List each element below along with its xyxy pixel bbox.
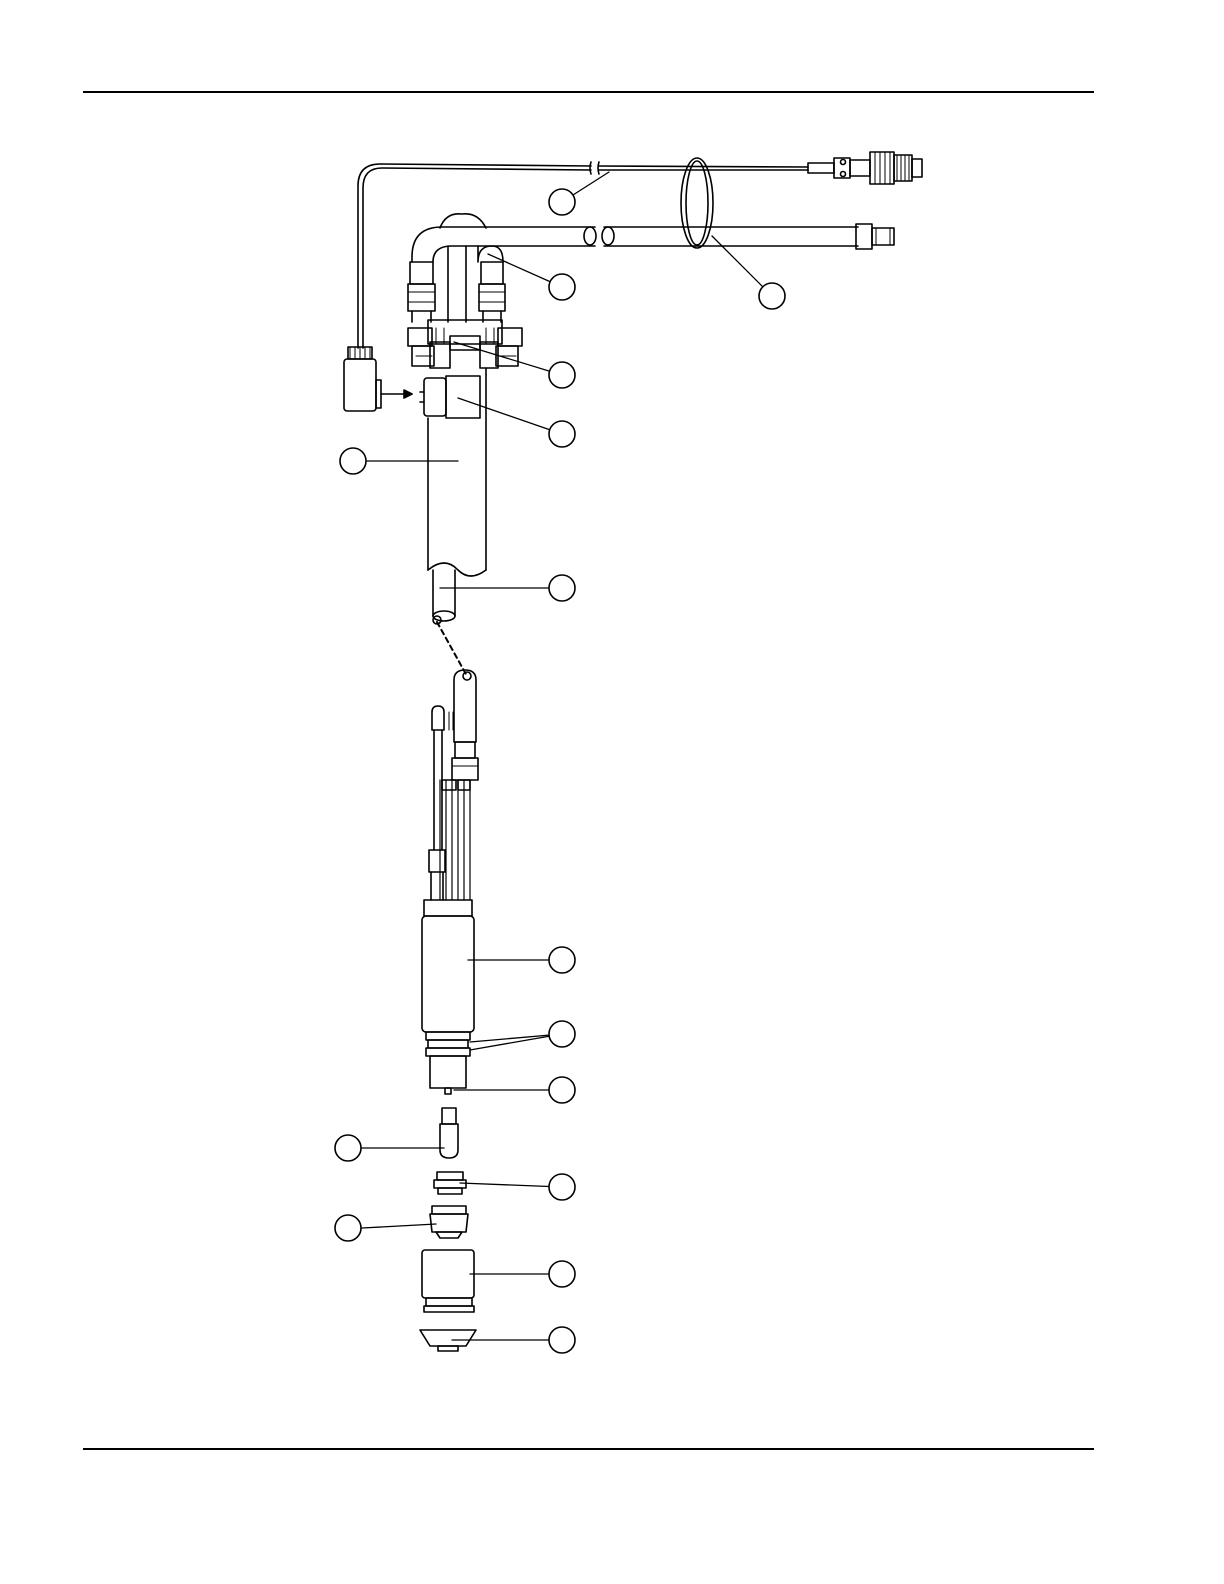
control-cable — [358, 152, 922, 348]
callout-hose-sleeve — [759, 283, 785, 309]
callout-electrode — [335, 1135, 361, 1161]
manifold — [408, 320, 522, 368]
callout-water-tube — [549, 1077, 575, 1103]
joint-bottom — [463, 672, 471, 680]
nozzle — [430, 1206, 468, 1238]
callout-cable — [549, 189, 575, 215]
callout-retaining-cap — [549, 1261, 575, 1287]
callout-nozzle — [335, 1215, 361, 1241]
callout-shield — [549, 1327, 575, 1353]
callout-manifold — [549, 362, 575, 388]
torch-body — [422, 900, 474, 1094]
retaining-cap — [422, 1250, 474, 1312]
lead-set — [429, 670, 478, 900]
callout-torch-body — [549, 947, 575, 973]
callout-lead-set — [549, 575, 575, 601]
callout-valve — [549, 421, 575, 447]
hose-pair — [408, 246, 505, 322]
callout-o-rings — [549, 1021, 575, 1047]
callout-lead-tube — [340, 448, 366, 474]
torch-main-tube — [428, 368, 486, 621]
assembly-line — [437, 622, 467, 676]
leader-lines — [362, 172, 772, 1340]
callout-hose-pair — [549, 274, 575, 300]
electrode — [440, 1108, 458, 1158]
callout-swirl-ring — [549, 1174, 575, 1200]
